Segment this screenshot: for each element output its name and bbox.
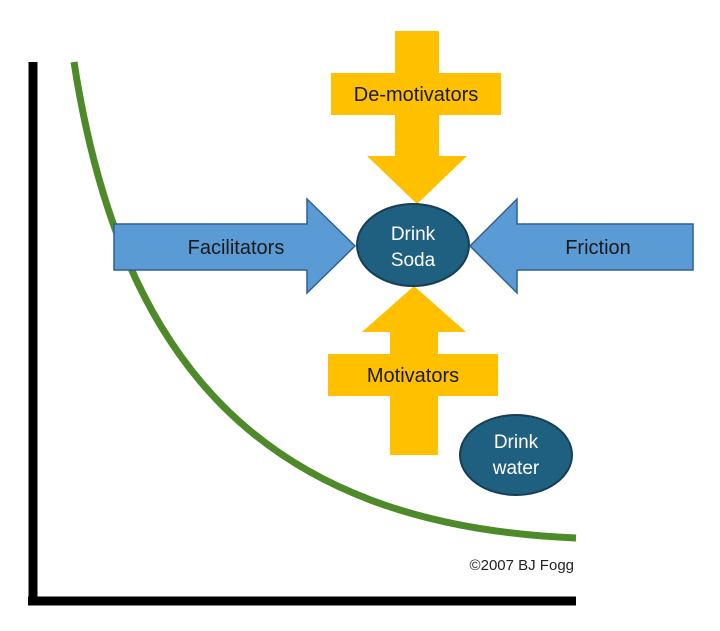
de-motivators-arrow [367, 31, 467, 204]
friction-arrow [468, 197, 694, 295]
facilitators-arrow [113, 197, 357, 295]
de-motivators-label: De-motivators [354, 84, 478, 106]
drink-soda-line2: Soda [391, 250, 436, 271]
drink-water-node [459, 414, 573, 496]
motivators-label: Motivators [367, 365, 459, 387]
action-line-curve [70, 61, 577, 542]
copyright-credit: ©2007 BJ Fogg [470, 557, 574, 574]
de-motivators-label-box [331, 73, 501, 115]
drink-water-line1: Drink [494, 432, 539, 453]
drink-soda-line1: Drink [391, 224, 436, 245]
motivators-label-box [328, 354, 498, 396]
friction-label: Friction [565, 237, 631, 259]
drink-soda-node [356, 203, 470, 287]
facilitators-label: Facilitators [188, 237, 285, 259]
drink-water-line2: water [492, 458, 540, 479]
